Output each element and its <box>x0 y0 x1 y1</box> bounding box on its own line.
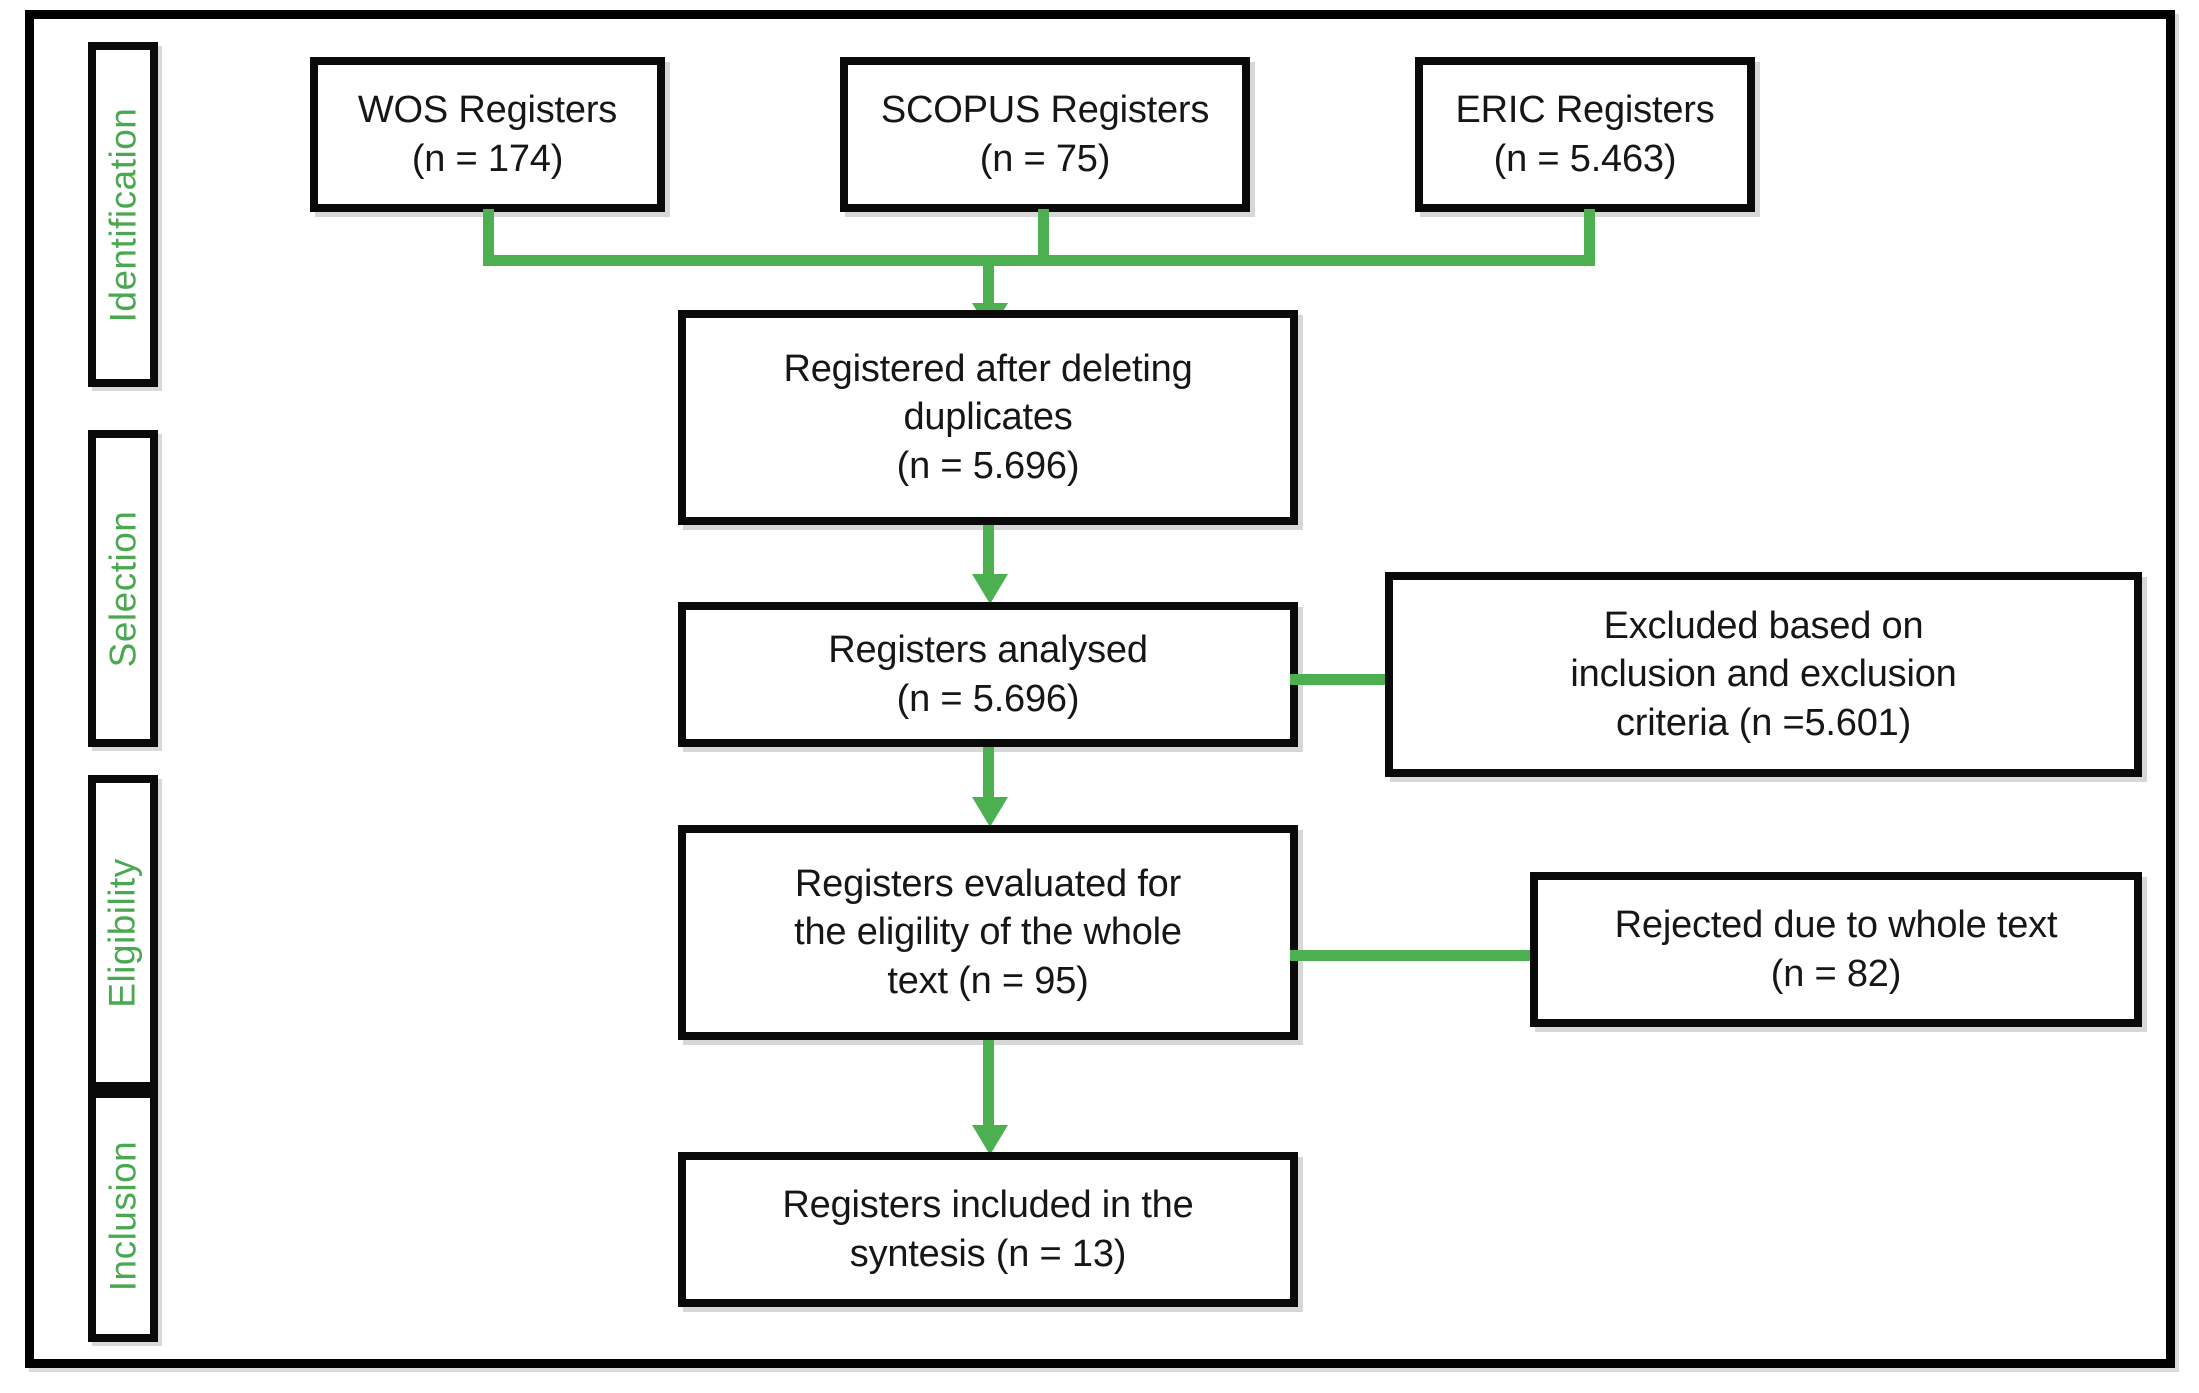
arrowhead-to-analysed <box>972 574 1008 604</box>
connector-analysed-to-excluded <box>1290 674 1395 685</box>
node-registered-after-deleting-duplicates: Registered after deleting duplicates (n … <box>678 310 1298 525</box>
node-registers-included: Registers included in the syntesis (n = … <box>678 1152 1298 1307</box>
node-scopus-registers-text: SCOPUS Registers (n = 75) <box>880 88 1210 180</box>
node-registers-evaluated: Registers evaluated for the eligility of… <box>678 825 1298 1040</box>
connector-eric-down <box>1584 209 1595 255</box>
node-excluded-criteria: Excluded based on inclusion and exclusio… <box>1385 572 2142 777</box>
connector-evaluated-to-rejected <box>1290 950 1540 961</box>
node-eric-registers-text: ERIC Registers (n = 5.463) <box>1455 88 1715 180</box>
node-registers-analysed: Registers analysed (n = 5.696) <box>678 602 1298 747</box>
stage-label-eligibility-text: Eligibility <box>102 857 143 1008</box>
connector-dedup-to-analysed <box>983 525 994 583</box>
node-wos-registers-text: WOS Registers (n = 174) <box>357 88 618 180</box>
node-registers-analysed-text: Registers analysed (n = 5.696) <box>828 628 1148 720</box>
stage-label-selection-text: Selection <box>102 510 143 667</box>
arrowhead-to-included <box>972 1125 1008 1155</box>
stage-label-identification: Identification <box>88 42 158 387</box>
arrowhead-to-evaluated <box>972 797 1008 827</box>
connector-merge-bar <box>483 255 1595 266</box>
connector-analysed-to-evaluated <box>983 747 994 805</box>
stage-label-identification-text: Identification <box>102 107 143 322</box>
node-scopus-registers: SCOPUS Registers (n = 75) <box>840 57 1250 212</box>
stage-label-eligibility: Eligibility <box>88 775 158 1090</box>
connector-wos-down <box>483 209 494 255</box>
stage-label-selection: Selection <box>88 430 158 747</box>
node-registers-evaluated-text: Registers evaluated for the eligility of… <box>794 862 1182 1002</box>
stage-label-inclusion-text: Inclusion <box>102 1140 143 1292</box>
node-eric-registers: ERIC Registers (n = 5.463) <box>1415 57 1755 212</box>
node-rejected-whole-text-text: Rejected due to whole text (n = 82) <box>1614 903 2058 995</box>
node-registered-after-deleting-duplicates-text: Registered after deleting duplicates (n … <box>783 347 1193 487</box>
node-registers-included-text: Registers included in the syntesis (n = … <box>782 1183 1194 1275</box>
node-excluded-criteria-text: Excluded based on inclusion and exclusio… <box>1570 604 1957 744</box>
node-wos-registers: WOS Registers (n = 174) <box>310 57 665 212</box>
connector-scopus-down <box>1038 209 1049 255</box>
connector-merge-to-dedup <box>983 262 994 314</box>
connector-evaluated-to-included <box>983 1040 994 1140</box>
node-rejected-whole-text: Rejected due to whole text (n = 82) <box>1530 872 2142 1027</box>
stage-label-inclusion: Inclusion <box>88 1090 158 1342</box>
